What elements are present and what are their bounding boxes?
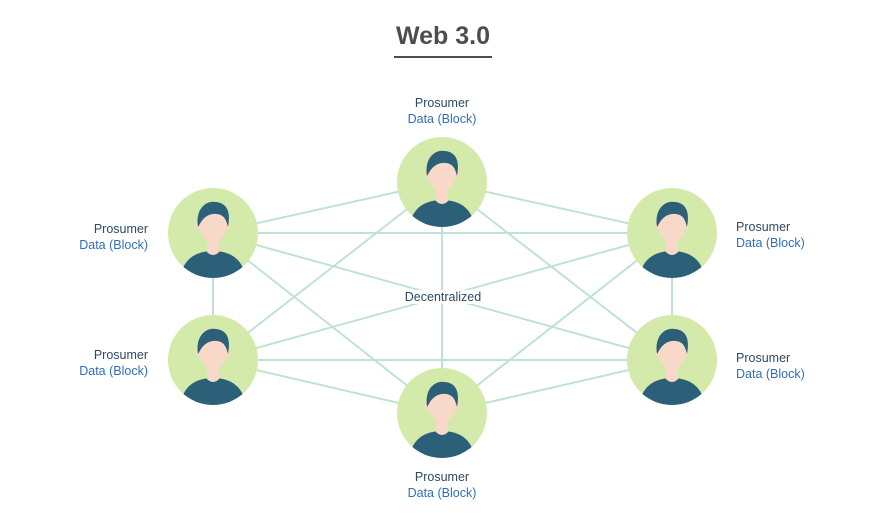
node-role: Prosumer [736,220,791,234]
person-avatar-icon [180,201,246,278]
node-data: Data (Block) [736,367,805,381]
node-lower-left [168,315,258,405]
node-data: Data (Block) [407,112,477,126]
node-label-top: Prosumer Data (Block) [392,95,492,127]
node-upper-left [168,188,258,278]
prosumer-nodes [168,137,717,458]
node-data: Data (Block) [736,236,805,250]
node-label-bottom: Prosumer Data (Block) [392,469,492,501]
node-bottom [397,368,487,458]
person-avatar-icon [409,381,475,458]
node-label-lower-right: Prosumer Data (Block) [736,350,836,382]
person-avatar-icon [639,201,705,278]
node-upper-right [627,188,717,278]
node-data: Data (Block) [79,238,148,252]
node-role: Prosumer [93,222,148,236]
node-top [397,137,487,227]
edge-top-lower-left [212,181,443,361]
person-avatar-icon [180,328,246,405]
node-data: Data (Block) [407,486,477,500]
title-text: Web 3.0 [393,22,493,58]
node-lower-right [627,315,717,405]
edge-upper-left-bottom [212,232,443,414]
node-role: Prosumer [414,470,470,484]
diagram-title: Web 3.0 [0,22,886,58]
node-role: Prosumer [93,348,148,362]
center-label: Decentralized [383,290,503,304]
person-avatar-icon [639,328,705,405]
node-role: Prosumer [736,351,791,365]
node-label-upper-right: Prosumer Data (Block) [736,219,836,251]
node-label-lower-left: Prosumer Data (Block) [48,347,148,379]
edge-top-lower-right [441,181,673,361]
edge-upper-right-bottom [441,232,673,414]
person-avatar-icon [409,150,475,227]
node-label-upper-left: Prosumer Data (Block) [48,221,148,253]
node-data: Data (Block) [79,364,148,378]
node-role: Prosumer [414,96,470,110]
